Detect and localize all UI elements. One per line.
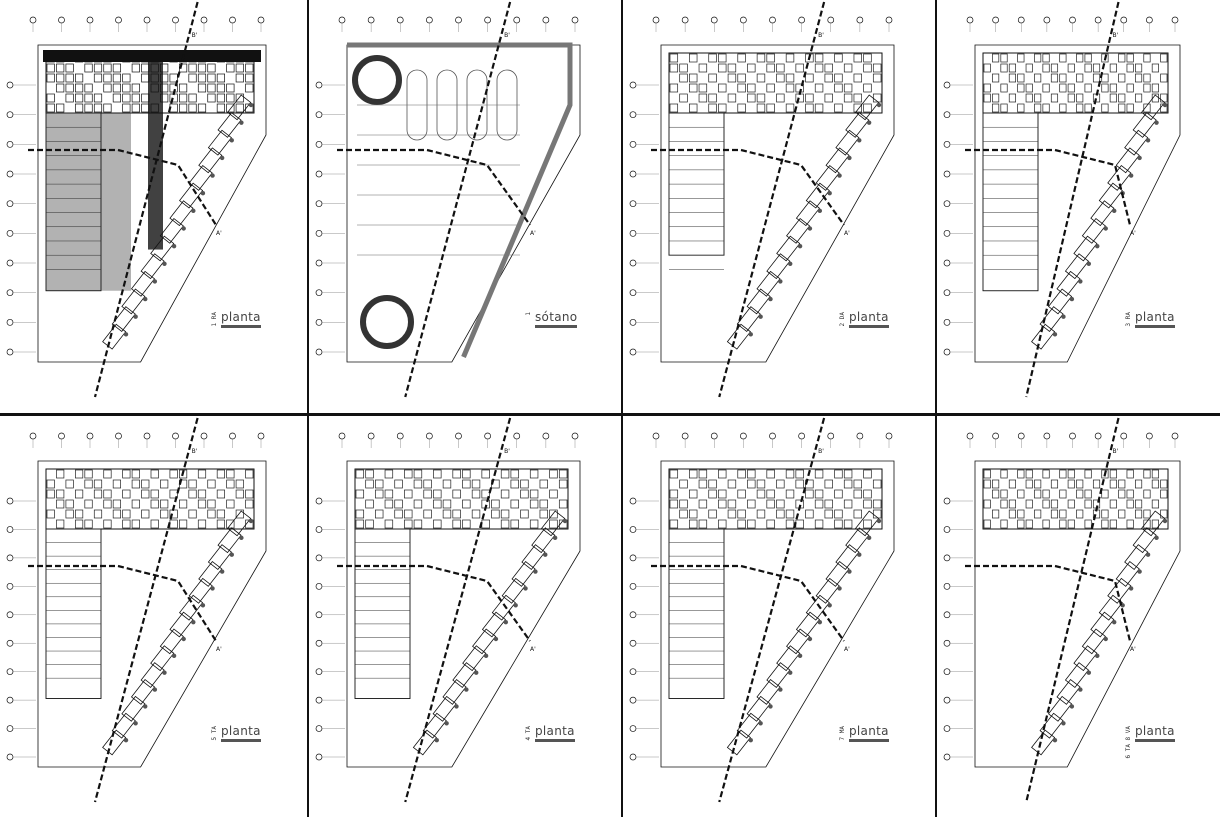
sheet-title-text: planta xyxy=(849,724,889,738)
section-mark-a: A' xyxy=(216,646,222,653)
floor-plan-drawing: B' A' xyxy=(6,1,267,398)
floor-plan-drawing: B' A' xyxy=(943,1,1181,398)
sheet-title: planta xyxy=(849,724,889,742)
section-mark-a: A' xyxy=(530,646,536,653)
section-mark-b: B' xyxy=(818,448,824,455)
sheet-title: planta xyxy=(535,724,575,742)
vertical-divider-2 xyxy=(621,0,623,817)
sheet-level-number: 5 TA xyxy=(211,726,218,741)
section-mark-b: B' xyxy=(192,448,198,455)
title-underline xyxy=(849,739,889,742)
sheet-level-number: 3 RA xyxy=(1125,312,1132,327)
section-mark-b: B' xyxy=(504,32,510,39)
sheet-level-number: 7 MA xyxy=(839,726,846,741)
section-mark-b: B' xyxy=(818,32,824,39)
title-underline xyxy=(221,739,261,742)
sheet-title: planta xyxy=(1135,724,1175,742)
sheet-title-text: sótano xyxy=(535,310,578,324)
sheet-title-text: planta xyxy=(1135,310,1175,324)
sheet-title-text: planta xyxy=(1135,724,1175,738)
vertical-divider-3 xyxy=(935,0,937,817)
floor-plan-drawing: B' A' xyxy=(629,417,895,803)
title-underline xyxy=(221,325,261,328)
horizontal-divider xyxy=(0,413,1220,416)
title-underline xyxy=(535,325,578,328)
sheet-level-number: 6 TA 8 VA xyxy=(1125,726,1132,759)
section-mark-b: B' xyxy=(192,32,198,39)
sheet-title: planta xyxy=(221,310,261,328)
floor-plan-drawing: B' A' xyxy=(943,417,1181,803)
floor-plan-drawing: B' A' xyxy=(629,1,895,398)
section-mark-a: A' xyxy=(1130,230,1136,237)
sheet-title-text: planta xyxy=(849,310,889,324)
vertical-divider-1 xyxy=(307,0,309,817)
sheet-title: sótano xyxy=(535,310,578,328)
title-underline xyxy=(1135,325,1175,328)
sheet-title: planta xyxy=(849,310,889,328)
section-mark-b: B' xyxy=(1113,32,1119,39)
sheet-level-number: 1 RA xyxy=(211,312,218,327)
section-mark-a: A' xyxy=(1130,646,1136,653)
title-underline xyxy=(849,325,889,328)
section-mark-b: B' xyxy=(1113,448,1119,455)
sheet-level-number: 1 xyxy=(525,312,532,316)
section-mark-a: A' xyxy=(216,230,222,237)
sheet-level-number: 2 DA xyxy=(839,312,846,327)
floor-plan-drawing: B' A' xyxy=(315,1,581,398)
sheet-title-text: planta xyxy=(221,310,261,324)
section-mark-a: A' xyxy=(530,230,536,237)
sheet-level-number: 4 TA xyxy=(525,726,532,741)
floor-plan-drawing: B' A' xyxy=(6,417,267,803)
section-mark-a: A' xyxy=(844,646,850,653)
floor-plan-drawing: B' A' xyxy=(315,417,581,803)
sheet-title: planta xyxy=(1135,310,1175,328)
section-mark-b: B' xyxy=(504,448,510,455)
title-underline xyxy=(535,739,575,742)
sheet-title-text: planta xyxy=(221,724,261,738)
sheet-title-text: planta xyxy=(535,724,575,738)
section-mark-a: A' xyxy=(844,230,850,237)
title-underline xyxy=(1135,739,1175,742)
sheet-title: planta xyxy=(221,724,261,742)
